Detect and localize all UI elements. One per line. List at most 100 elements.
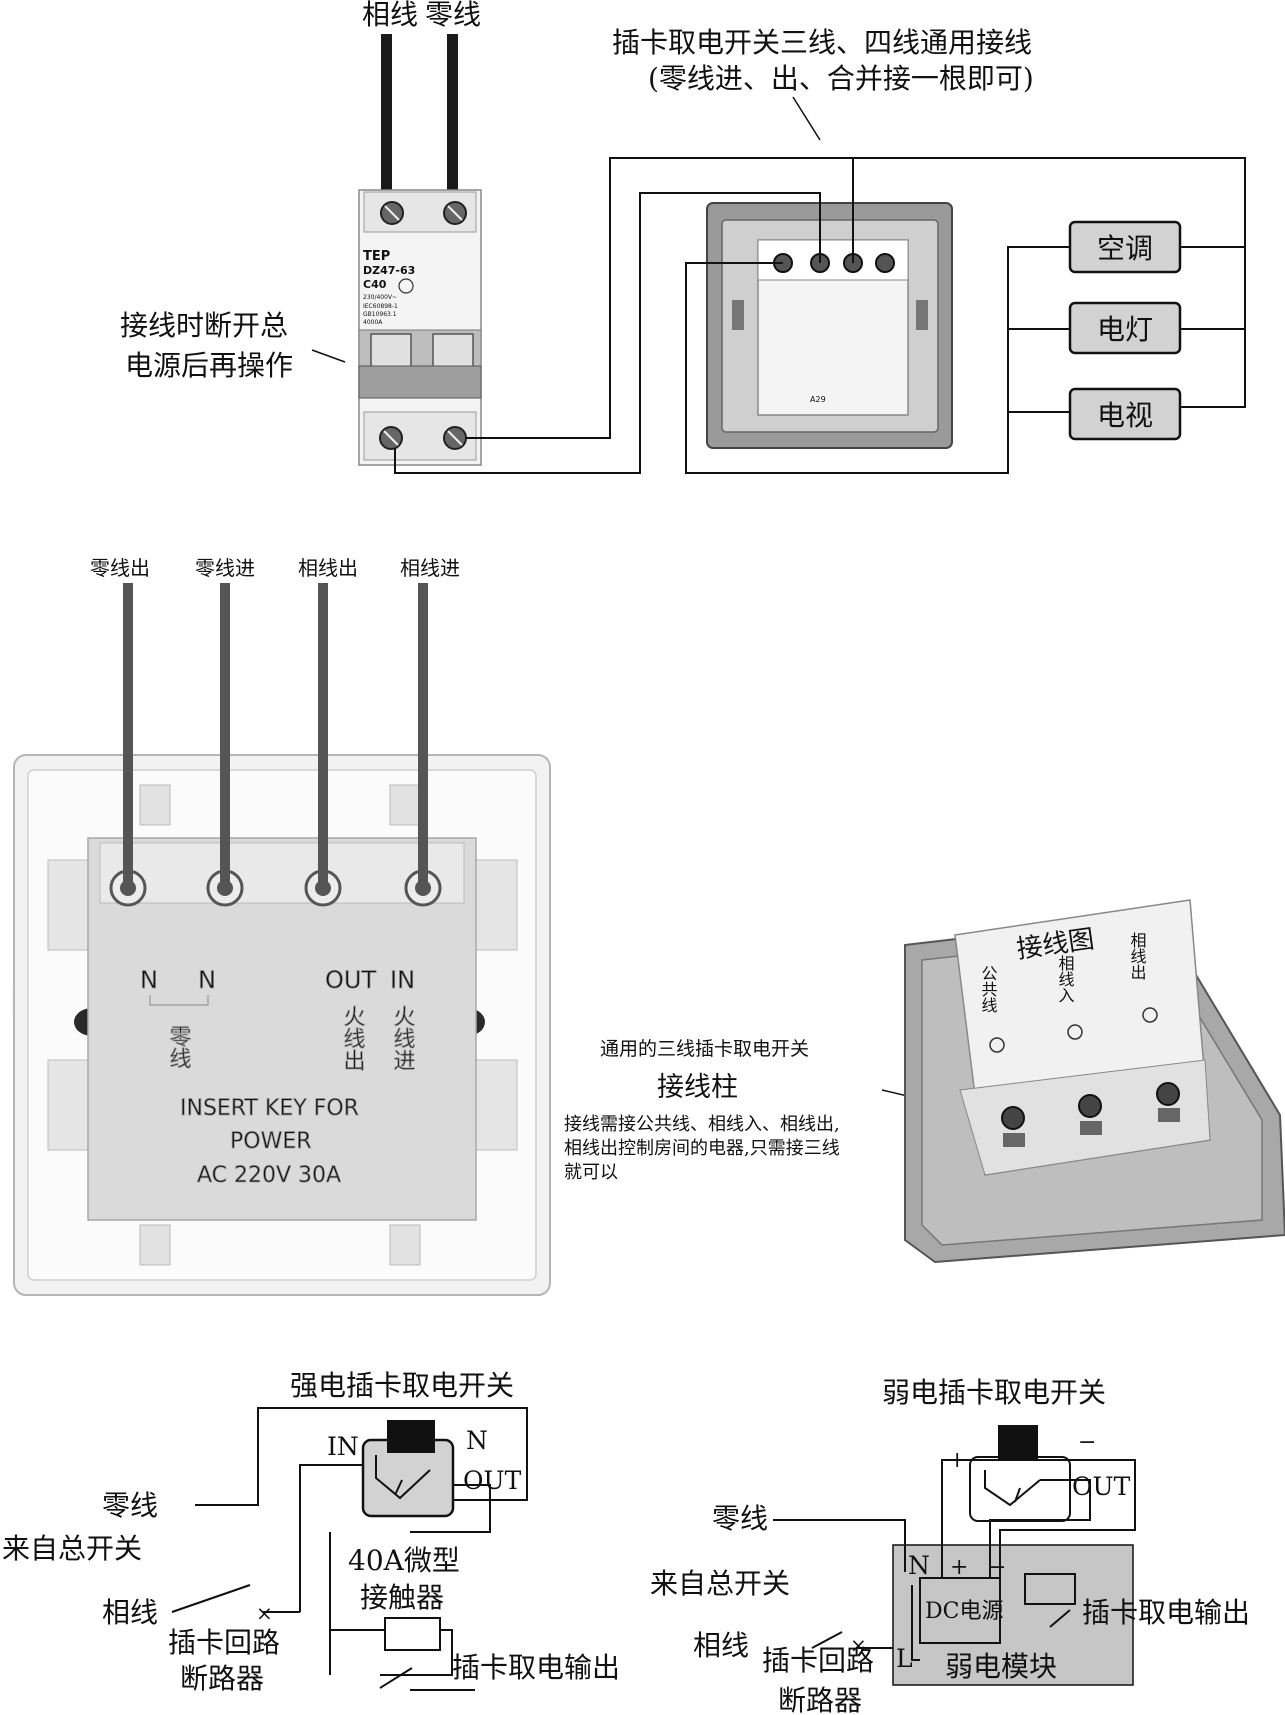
strong-out: OUT: [463, 1466, 522, 1495]
phase-wire-label: 相线: [362, 0, 418, 31]
load-box-tv: 电视: [1068, 387, 1182, 441]
term-n2: N: [198, 966, 216, 994]
weak-l: L: [896, 1644, 913, 1673]
strong-contactor-1: 40A微型: [348, 1544, 460, 1577]
strong-n: N: [466, 1426, 488, 1455]
strong-in: IN: [327, 1432, 359, 1461]
insert-key-line1: INSERT KEY FOR: [180, 1096, 359, 1121]
strong-card-slot: [387, 1420, 435, 1453]
svg-text:×: ×: [850, 1633, 867, 1657]
weak-minus: −: [1078, 1430, 1096, 1455]
weak-module-label: 弱电模块: [945, 1650, 1057, 1683]
strong-title: 强电插卡取电开关: [290, 1369, 514, 1402]
weak-title: 弱电插卡取电开关: [882, 1376, 1106, 1409]
callout-body-2: 相线出控制房间的电器,只需接三线: [564, 1138, 840, 1159]
weak-breaker-1: 插卡回路: [762, 1644, 874, 1677]
strong-breaker-2: 断路器: [180, 1662, 264, 1695]
middle-section: 零线出 零线进 相线出 相线进: [13, 556, 1285, 1296]
switch-terminal-4: [875, 253, 895, 273]
term-out: OUT: [325, 966, 376, 994]
phase-input-wire: [381, 34, 392, 202]
strong-phase: 相线: [102, 1596, 158, 1629]
breaker-model: DZ47-63: [363, 264, 415, 277]
weak-from-main: 来自总开关: [650, 1567, 790, 1600]
strong-from-main: 来自总开关: [2, 1532, 142, 1565]
weak-output: 插卡取电输出: [1082, 1596, 1250, 1629]
breaker-toggle-2: [432, 333, 474, 371]
load-label-light: 电灯: [1097, 313, 1153, 346]
breaker-spec-2: IEC60898-1: [363, 303, 398, 310]
weak-phase: 相线: [693, 1629, 749, 1662]
svg-text:×: ×: [256, 1601, 273, 1625]
load-label-ac: 空调: [1097, 232, 1153, 265]
neutral-wire-label: 零线: [425, 0, 481, 31]
breaker-spec-3: GB10963.1: [363, 311, 397, 318]
weak-card-slot: [998, 1425, 1038, 1460]
term-in: IN: [390, 966, 415, 994]
top-title-line1: 插卡取电开关三线、四线通用接线: [612, 26, 1032, 59]
wire-label-phase-in: 相线进: [400, 556, 460, 580]
strong-contactor-2: 接触器: [360, 1581, 444, 1614]
callout-body-3: 就可以: [564, 1162, 618, 1183]
wire-neutral-out: [123, 583, 133, 888]
insert-key-line2: POWER: [230, 1129, 312, 1154]
weak-relay-coil: [1024, 1573, 1076, 1605]
load-box-light: 电灯: [1068, 301, 1182, 355]
breaker-brand: TEP: [363, 249, 390, 264]
weak-plus2: +: [950, 1555, 968, 1580]
neutral-input-wire: [447, 34, 458, 202]
top-title-line2: (零线进、出、合并接一根即可): [648, 62, 1034, 95]
weak-neutral: 零线: [712, 1502, 768, 1535]
breaker-toggle-1: [370, 333, 412, 371]
photo-label-phase-out: 相线出: [1128, 932, 1147, 980]
callout-body-1: 接线需接公共线、相线入、相线出,: [564, 1114, 840, 1135]
card-switch-photo: A29: [706, 202, 953, 449]
three-wire-switch-photo: 接线图 公共线 相线入 相线出: [904, 899, 1285, 1264]
warning-text-line1: 接线时断开总: [120, 309, 288, 342]
photo-label-common: 公共线: [979, 965, 998, 1013]
photo-label-phase-in: 相线入: [1056, 955, 1075, 1003]
weak-dc-power: [919, 1577, 1001, 1644]
load-label-tv: 电视: [1097, 399, 1153, 432]
large-switch-back: N N OUT IN 零线 火线出 火线进 INSERT KEY FOR POW…: [13, 754, 551, 1296]
top-section: 相线 零线 TEP DZ47-63 C40 230/400V~ IEC60898…: [120, 0, 1246, 474]
breaker-spec-1: 230/400V~: [363, 294, 397, 301]
wire-label-phase-out: 相线出: [298, 556, 358, 580]
weak-breaker-2: 断路器: [778, 1684, 862, 1715]
breaker-spec-4: 4000A: [363, 319, 383, 326]
weak-out: OUT: [1072, 1472, 1131, 1501]
main-breaker: TEP DZ47-63 C40 230/400V~ IEC60898-1 GB1…: [358, 189, 482, 466]
weak-dc-label: DC电源: [925, 1599, 1003, 1624]
term-n1: N: [140, 966, 158, 994]
photo-terminal-3: [1156, 1082, 1180, 1106]
weak-minus2: −: [988, 1555, 1006, 1580]
callout-title: 通用的三线插卡取电开关: [600, 1038, 809, 1060]
weak-plus: +: [948, 1448, 966, 1473]
photo-terminal-1: [1001, 1106, 1025, 1130]
wire-neutral-in: [220, 583, 230, 888]
wire-phase-out: [318, 583, 328, 888]
strong-current-diagram: 强电插卡取电开关 IN N OUT 零线 来自总开关 相线 × 40A微型 接触…: [2, 1369, 620, 1695]
strong-output: 插卡取电输出: [452, 1651, 620, 1684]
fire-out-vertical: 火线出: [340, 1005, 365, 1071]
wire-label-neutral-in: 零线进: [195, 556, 255, 580]
breaker-cert-icon: [398, 278, 414, 294]
callout-heading: 接线柱: [657, 1072, 738, 1103]
wire-label-neutral-out: 零线出: [90, 556, 150, 580]
top-circuit-wires: [394, 157, 1246, 474]
switch-marking: A29: [810, 395, 826, 404]
neutral-vertical: 零线: [166, 1025, 192, 1069]
fire-in-vertical: 火线进: [390, 1005, 416, 1071]
wire-phase-in: [418, 583, 428, 888]
insert-key-line3: AC 220V 30A: [197, 1163, 341, 1188]
breaker-rating: C40: [363, 278, 387, 291]
photo-terminal-2: [1078, 1094, 1102, 1118]
weak-n: N: [908, 1551, 930, 1580]
load-box-ac: 空调: [1068, 220, 1182, 274]
strong-neutral: 零线: [102, 1489, 158, 1522]
warning-text-line2: 电源后再操作: [125, 349, 293, 382]
strong-breaker-1: 插卡回路: [168, 1626, 280, 1659]
strong-contactor-coil: [384, 1617, 441, 1651]
weak-current-diagram: 弱电插卡取电开关 + − OUT 零线 来自总开关 相线 × N + − DC电…: [650, 1376, 1250, 1715]
